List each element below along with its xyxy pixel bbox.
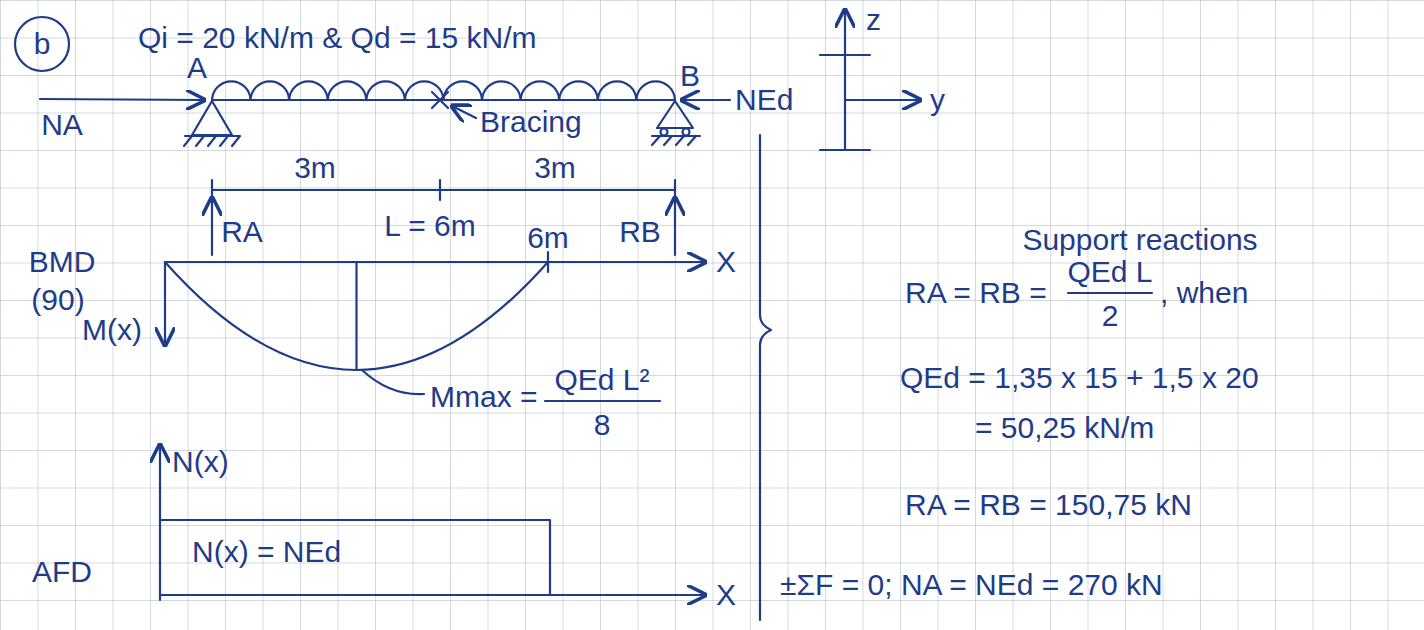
formula-label: RA = RB = 150,75 kN <box>905 488 1192 523</box>
formula-label: 8 <box>594 408 611 443</box>
i-section <box>820 55 870 150</box>
bracing-label: Bracing <box>480 105 582 140</box>
max-line <box>355 262 357 370</box>
leader-arrow <box>452 106 476 118</box>
point-label: B <box>680 59 700 94</box>
diagram-name: BMD <box>29 245 96 280</box>
reaction-arrow <box>674 198 676 255</box>
formula-label: N(x) = NEd <box>192 535 341 570</box>
force-arrow <box>40 99 204 100</box>
formula-label: QEd L² <box>554 363 649 398</box>
formula-label: RA = RB = <box>905 276 1047 311</box>
bracing-mark <box>432 92 448 108</box>
moment-curve <box>165 262 548 370</box>
reaction-label: RA <box>221 215 263 250</box>
force-label: NEd <box>735 83 793 118</box>
separator-line <box>760 135 771 620</box>
formula-label: QEd L <box>1067 255 1152 290</box>
dimension-label: 3m <box>294 151 336 186</box>
formula-label: Mmax = <box>430 380 538 415</box>
axis-label: y <box>930 83 945 118</box>
force-arrow <box>682 99 730 101</box>
dimension-label: 3m <box>534 151 576 186</box>
axis-arrow <box>844 10 846 55</box>
formula-label: , when <box>1160 276 1248 311</box>
formula-label: ±ΣF = 0; NA = NEd = 270 kN <box>780 568 1163 603</box>
axial-force-diagram <box>160 520 550 595</box>
axis-label: M(x) <box>82 313 142 348</box>
note-label: (90) <box>31 283 84 318</box>
dimension-label: 6m <box>527 221 569 256</box>
axis-arrow <box>845 99 920 101</box>
reaction-label: RB <box>619 215 661 250</box>
axis-label: X <box>716 245 736 280</box>
dimension-line <box>212 180 675 200</box>
formula-label: 2 <box>1102 299 1119 334</box>
pin-support <box>192 101 232 135</box>
load-label: Qi = 20 kN/m & Qd = 15 kN/m <box>138 21 536 56</box>
axis-label: z <box>866 3 881 38</box>
x-axis <box>165 261 705 263</box>
m-axis <box>164 262 166 345</box>
ground-hatch <box>652 136 700 145</box>
formula-label: = 50,25 kN/m <box>975 411 1154 446</box>
n-axis <box>159 445 161 600</box>
axis-label: N(x) <box>172 445 229 480</box>
part-circle <box>15 17 69 71</box>
force-label: NA <box>41 108 83 143</box>
point-label: A <box>187 51 207 86</box>
roller <box>683 129 690 136</box>
fraction-bar <box>1068 292 1152 294</box>
fraction-bar <box>545 400 660 402</box>
diagram-name: AFD <box>32 555 92 590</box>
x-axis <box>160 594 705 596</box>
axis-label: X <box>716 578 736 613</box>
part-letter: b <box>34 27 51 62</box>
reaction-arrow <box>211 198 213 255</box>
leader-line <box>362 370 424 394</box>
roller-support <box>657 101 693 128</box>
formula-label: QEd = 1,35 x 15 + 1,5 x 20 <box>900 361 1259 396</box>
section-heading: Support reactions <box>1022 223 1257 258</box>
roller <box>661 129 668 136</box>
ground-hatch <box>184 136 240 146</box>
dimension-label: L = 6m <box>384 209 475 244</box>
